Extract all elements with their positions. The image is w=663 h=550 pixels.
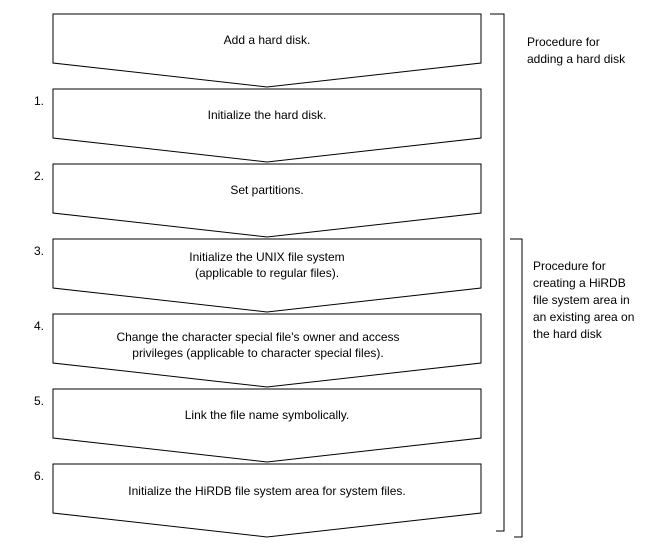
group-label-line-3: file system area in: [533, 293, 630, 307]
group-label-line-4: an existing area on: [533, 310, 634, 324]
step-number: 4.: [34, 319, 44, 333]
step-add-hard-disk: Add a hard disk.: [52, 13, 482, 88]
group-label-line-1: Procedure for: [527, 35, 600, 49]
step-label: Set partitions.: [230, 183, 303, 197]
step-number: 6.: [34, 469, 44, 483]
step-label: Initialize the HiRDB file system area fo…: [128, 484, 405, 498]
bracket-adding-hard-disk: Procedure for adding a hard disk: [490, 13, 626, 532]
group-label-line-1: Procedure for: [533, 259, 606, 273]
step-number: 3.: [34, 244, 44, 258]
step-label-line-2: privileges (applicable to character spec…: [132, 346, 383, 360]
step-link-file-name: 5. Link the file name symbolically.: [34, 388, 482, 463]
step-number: 1.: [34, 94, 44, 108]
step-number: 5.: [34, 394, 44, 408]
step-change-owner-access: 4. Change the character special file's o…: [34, 313, 482, 388]
step-set-partitions: 2. Set partitions.: [34, 163, 482, 238]
step-label-line-2: (applicable to regular files).: [195, 266, 339, 280]
bracket-creating-hirdb-area: Procedure for creating a HiRDB file syst…: [510, 238, 634, 538]
step-label: Link the file name symbolically.: [185, 408, 350, 422]
step-number: 2.: [34, 169, 44, 183]
step-initialize-hirdb-file-system: 6. Initialize the HiRDB file system area…: [34, 463, 482, 538]
step-label-line-1: Initialize the UNIX file system: [189, 250, 344, 264]
group-label-line-2: creating a HiRDB: [533, 276, 626, 290]
step-label-line-1: Change the character special file's owne…: [116, 330, 399, 344]
group-label-line-5: the hard disk: [533, 327, 603, 341]
group-label-line-2: adding a hard disk: [527, 52, 626, 66]
step-initialize-unix-file-system: 3. Initialize the UNIX file system (appl…: [34, 238, 482, 313]
step-initialize-hard-disk: 1. Initialize the hard disk.: [34, 88, 482, 163]
step-label: Initialize the hard disk.: [208, 108, 327, 122]
step-label: Add a hard disk.: [224, 33, 311, 47]
